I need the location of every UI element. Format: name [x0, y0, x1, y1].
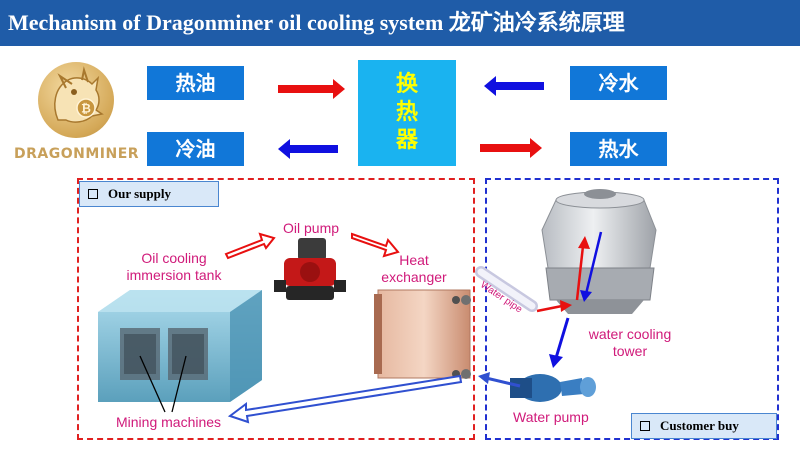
tower-to-pump-arrow [554, 317, 570, 359]
immersion-tank-image [98, 290, 262, 402]
hot-oil-arrow [278, 79, 345, 99]
our-supply-region [77, 178, 475, 440]
oil-pump-label: Oil pump [283, 220, 340, 236]
flow-arrow-to-exchanger [351, 232, 400, 258]
cold-water-box: 冷水 [570, 66, 667, 100]
mining-machines-label: Mining machines [116, 414, 222, 430]
cooling-tower-image [541, 189, 657, 314]
immersion-tank-label: Oil cooling immersion tank [124, 250, 224, 284]
water-pipe-image [475, 266, 538, 312]
svg-text:₿: ₿ [81, 102, 91, 116]
hot-water-arrow [480, 138, 542, 158]
flow-arrow-to-mining-machines [227, 374, 463, 424]
cold-oil-arrow [278, 139, 338, 159]
checkbox-square-icon [640, 421, 650, 432]
cooling-tower-label: water cooling tower [582, 326, 678, 360]
customer-buy-tag: Customer buy [631, 413, 777, 439]
cooling-tower-label-line2: tower [612, 343, 648, 359]
customer-buy-region [485, 178, 779, 440]
heat-exchanger-char-1: 换 [395, 72, 418, 97]
immersion-tank-label-line2: immersion tank [126, 267, 222, 283]
heat-exchanger-label-line2: exchanger [381, 269, 447, 285]
heat-exchanger-label: Heat exchanger [374, 252, 454, 286]
water-pump-label: Water pump [513, 409, 589, 425]
heat-exchanger-image [374, 289, 471, 379]
tower-cold-arrow [584, 231, 603, 295]
logo-text: DRAGONMINER [14, 146, 140, 162]
pipe-to-tower-arrow [536, 304, 563, 313]
dragonminer-logo: ₿ DRAGONMINER [14, 62, 140, 168]
heat-exchanger-box: 换 热 器 [358, 60, 456, 166]
mining-machines-pointers [139, 355, 187, 413]
flow-arrow-to-pump [224, 232, 276, 260]
customer-buy-label: Customer buy [660, 418, 739, 433]
immersion-tank-label-line1: Oil cooling [141, 250, 207, 266]
dragon-logo-icon: ₿ [38, 62, 114, 138]
checkbox-square-icon [88, 189, 98, 200]
cooling-tower-label-line1: water cooling [588, 326, 672, 342]
hot-water-box: 热水 [570, 132, 667, 166]
page-title: Mechanism of Dragonminer oil cooling sys… [0, 0, 800, 46]
cold-oil-box: 冷油 [147, 132, 244, 166]
heat-exchanger-char-2: 热 [395, 100, 418, 125]
water-pump-image [510, 374, 596, 402]
tower-hot-arrow [575, 245, 585, 301]
oil-pump-image [274, 238, 346, 300]
heat-exchanger-label-line1: Heat [399, 252, 429, 268]
flow-arrow-pump-to-exchanger [478, 372, 521, 388]
hot-oil-box: 热油 [147, 66, 244, 100]
our-supply-tag: Our supply [79, 181, 219, 207]
heat-exchanger-char-3: 器 [395, 128, 418, 153]
our-supply-label: Our supply [108, 186, 171, 201]
cold-water-arrow [484, 76, 544, 96]
